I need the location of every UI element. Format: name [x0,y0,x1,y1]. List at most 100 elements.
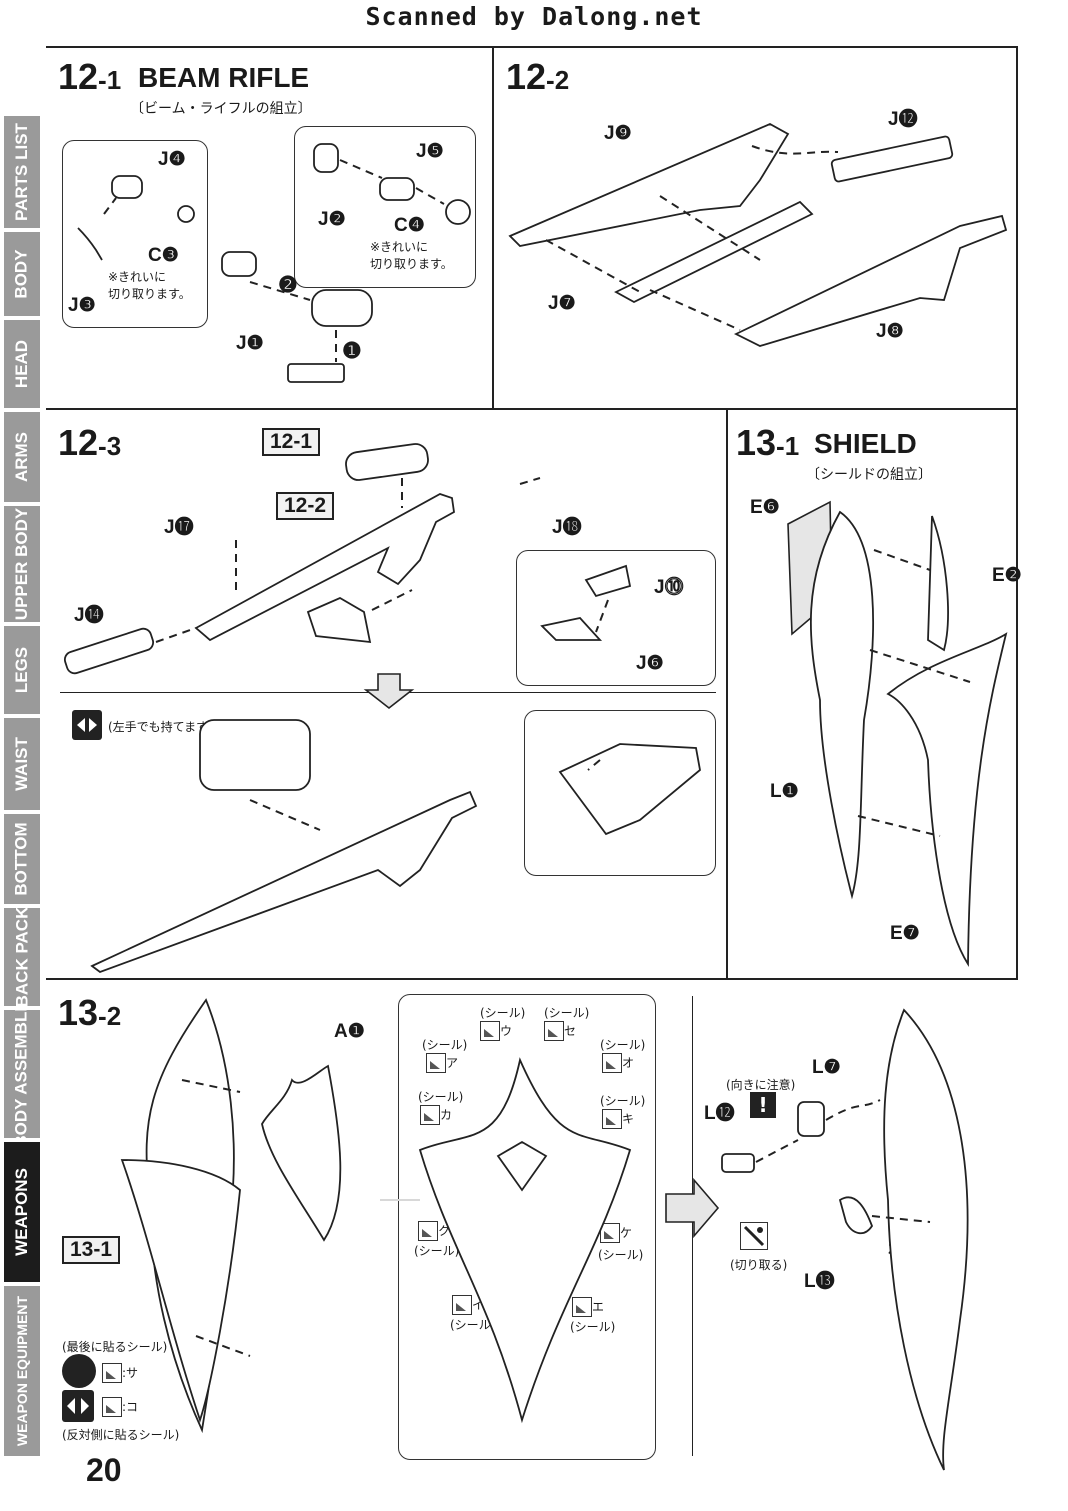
step-12-1-number: 12-1 [58,56,122,97]
sticker-icon [600,1222,620,1243]
sticker-icon [480,1020,500,1041]
part-label: J⓱ [164,517,194,538]
sticker-tag: (シール) [414,1244,460,1258]
rule-row-1 [46,408,1018,410]
part-label: J❻ [636,653,664,674]
part-label: A❶ [334,1021,365,1042]
part-label: J❶ [236,333,264,354]
beam-rifle-barrel-parts [508,122,1008,347]
part-label: J❾ [604,123,632,144]
cut-note: (切り取る) [730,1258,788,1272]
step-12-2-number: 12-2 [506,56,570,97]
part-label: J❷ [318,209,346,230]
tab-weapon-equipment[interactable]: WEAPON EQUIPMENT [4,1286,40,1456]
last-sticker-icon [62,1354,96,1388]
part-label: E❼ [890,923,920,944]
step-12-3-number: 12-3 [58,422,122,463]
sticker-tag: (シール) [600,1038,646,1052]
beam-rifle-scope-parts [77,143,471,383]
tab-bottom[interactable]: BOTTOM [4,814,40,904]
sticker-tag: (シール) [450,1318,496,1332]
last-sticker-note: (最後に貼るシール) [62,1340,168,1354]
sticker-icon [102,1362,122,1383]
part-label: J⓲ [552,517,582,538]
right-rule [1016,46,1018,980]
sticker-ko: :コ [102,1396,138,1417]
sticker-icon [544,1020,564,1041]
sticker-tag: (シール) [418,1090,464,1104]
sticker-tag: (シール) [480,1006,526,1020]
sticker-ke: ケ [600,1222,632,1243]
sticker-icon [102,1396,122,1417]
reverse-side-note: (反対側に貼るシール) [62,1428,180,1442]
ref-step-12-1: 12-1 [262,428,321,456]
part-label: E❷ [992,565,1022,586]
page-number: 20 [86,1452,122,1488]
rule-row-2 [46,978,1018,980]
sticker-tag: (シール) [422,1038,468,1052]
sticker-ka: カ [420,1104,452,1125]
tab-arms[interactable]: ARMS [4,412,40,502]
sticker-ki: キ [602,1108,634,1129]
shield-assembly [120,998,969,1471]
sticker-ku: ク [418,1220,450,1241]
tab-weapons[interactable]: WEAPONS [4,1142,40,1282]
tab-body[interactable]: BODY [4,232,40,316]
sticker-icon [420,1104,440,1125]
step-13-1-title: SHIELD [814,428,917,459]
sticker-i: イ [452,1294,484,1315]
tab-body-assemble[interactable]: BODY ASSEMBLE [4,1010,40,1138]
shield-parts [787,500,1008,968]
part-label: E❻ [750,497,780,518]
sticker-tag: (シール) [600,1094,646,1108]
tab-head[interactable]: HEAD [4,320,40,408]
sticker-tag: (シール) [570,1320,616,1334]
divider-13-2 [692,996,693,1456]
sticker-a: ア [426,1052,458,1073]
ref-step-12-2: 12-2 [276,492,335,520]
order-marker: ❷ [278,272,298,297]
sticker-e: エ [572,1296,604,1317]
top-rule [46,46,1018,48]
hand-swap-icon [72,710,102,740]
divider-12 [492,46,494,410]
step-12-1-title: BEAM RIFLE [138,62,310,93]
sticker-se: セ [544,1020,576,1041]
ref-step-13-1: 13-1 [62,1236,121,1264]
sticker-icon [602,1108,622,1129]
tab-back-pack[interactable]: BACK PACK [4,908,40,1006]
step-13-2-number: 13-2 [58,992,122,1033]
cut-note: ※きれいに 切り取ります。 [370,240,453,271]
sticker-o: オ [602,1052,634,1073]
part-label: J⓬ [888,109,918,130]
part-label: L❶ [770,781,799,802]
part-label: J⓾ [654,577,684,598]
order-marker: ❶ [342,338,362,363]
inset-12-1-a [62,140,208,328]
warning-icon: ! [750,1092,776,1118]
sticker-icon [426,1052,446,1073]
part-label: C❸ [148,245,179,266]
tab-upper-body[interactable]: UPPER BODY [4,506,40,622]
cut-note: ※きれいに 切り取ります。 [108,270,191,301]
tab-parts-list[interactable]: PARTS LIST [4,116,40,228]
tab-waist[interactable]: WAIST [4,718,40,810]
part-label: J❼ [548,293,576,314]
part-label: C❹ [394,215,425,236]
sticker-icon [572,1296,592,1317]
tab-legs[interactable]: LEGS [4,626,40,714]
sticker-icon [452,1294,472,1315]
part-label: J❸ [68,295,96,316]
part-label: J❹ [158,149,186,170]
part-label: J❺ [416,141,444,162]
sticker-u: ウ [480,1020,512,1041]
step-13-1-number: 13-1 [736,422,800,463]
reverse-side-icon [62,1390,94,1422]
part-label: J❽ [876,321,904,342]
part-label: L⓬ [704,1103,735,1124]
beam-rifle-assembly [63,443,701,974]
part-label: L❼ [812,1057,841,1078]
divider-13 [726,408,728,980]
part-label: J⓮ [74,605,104,626]
